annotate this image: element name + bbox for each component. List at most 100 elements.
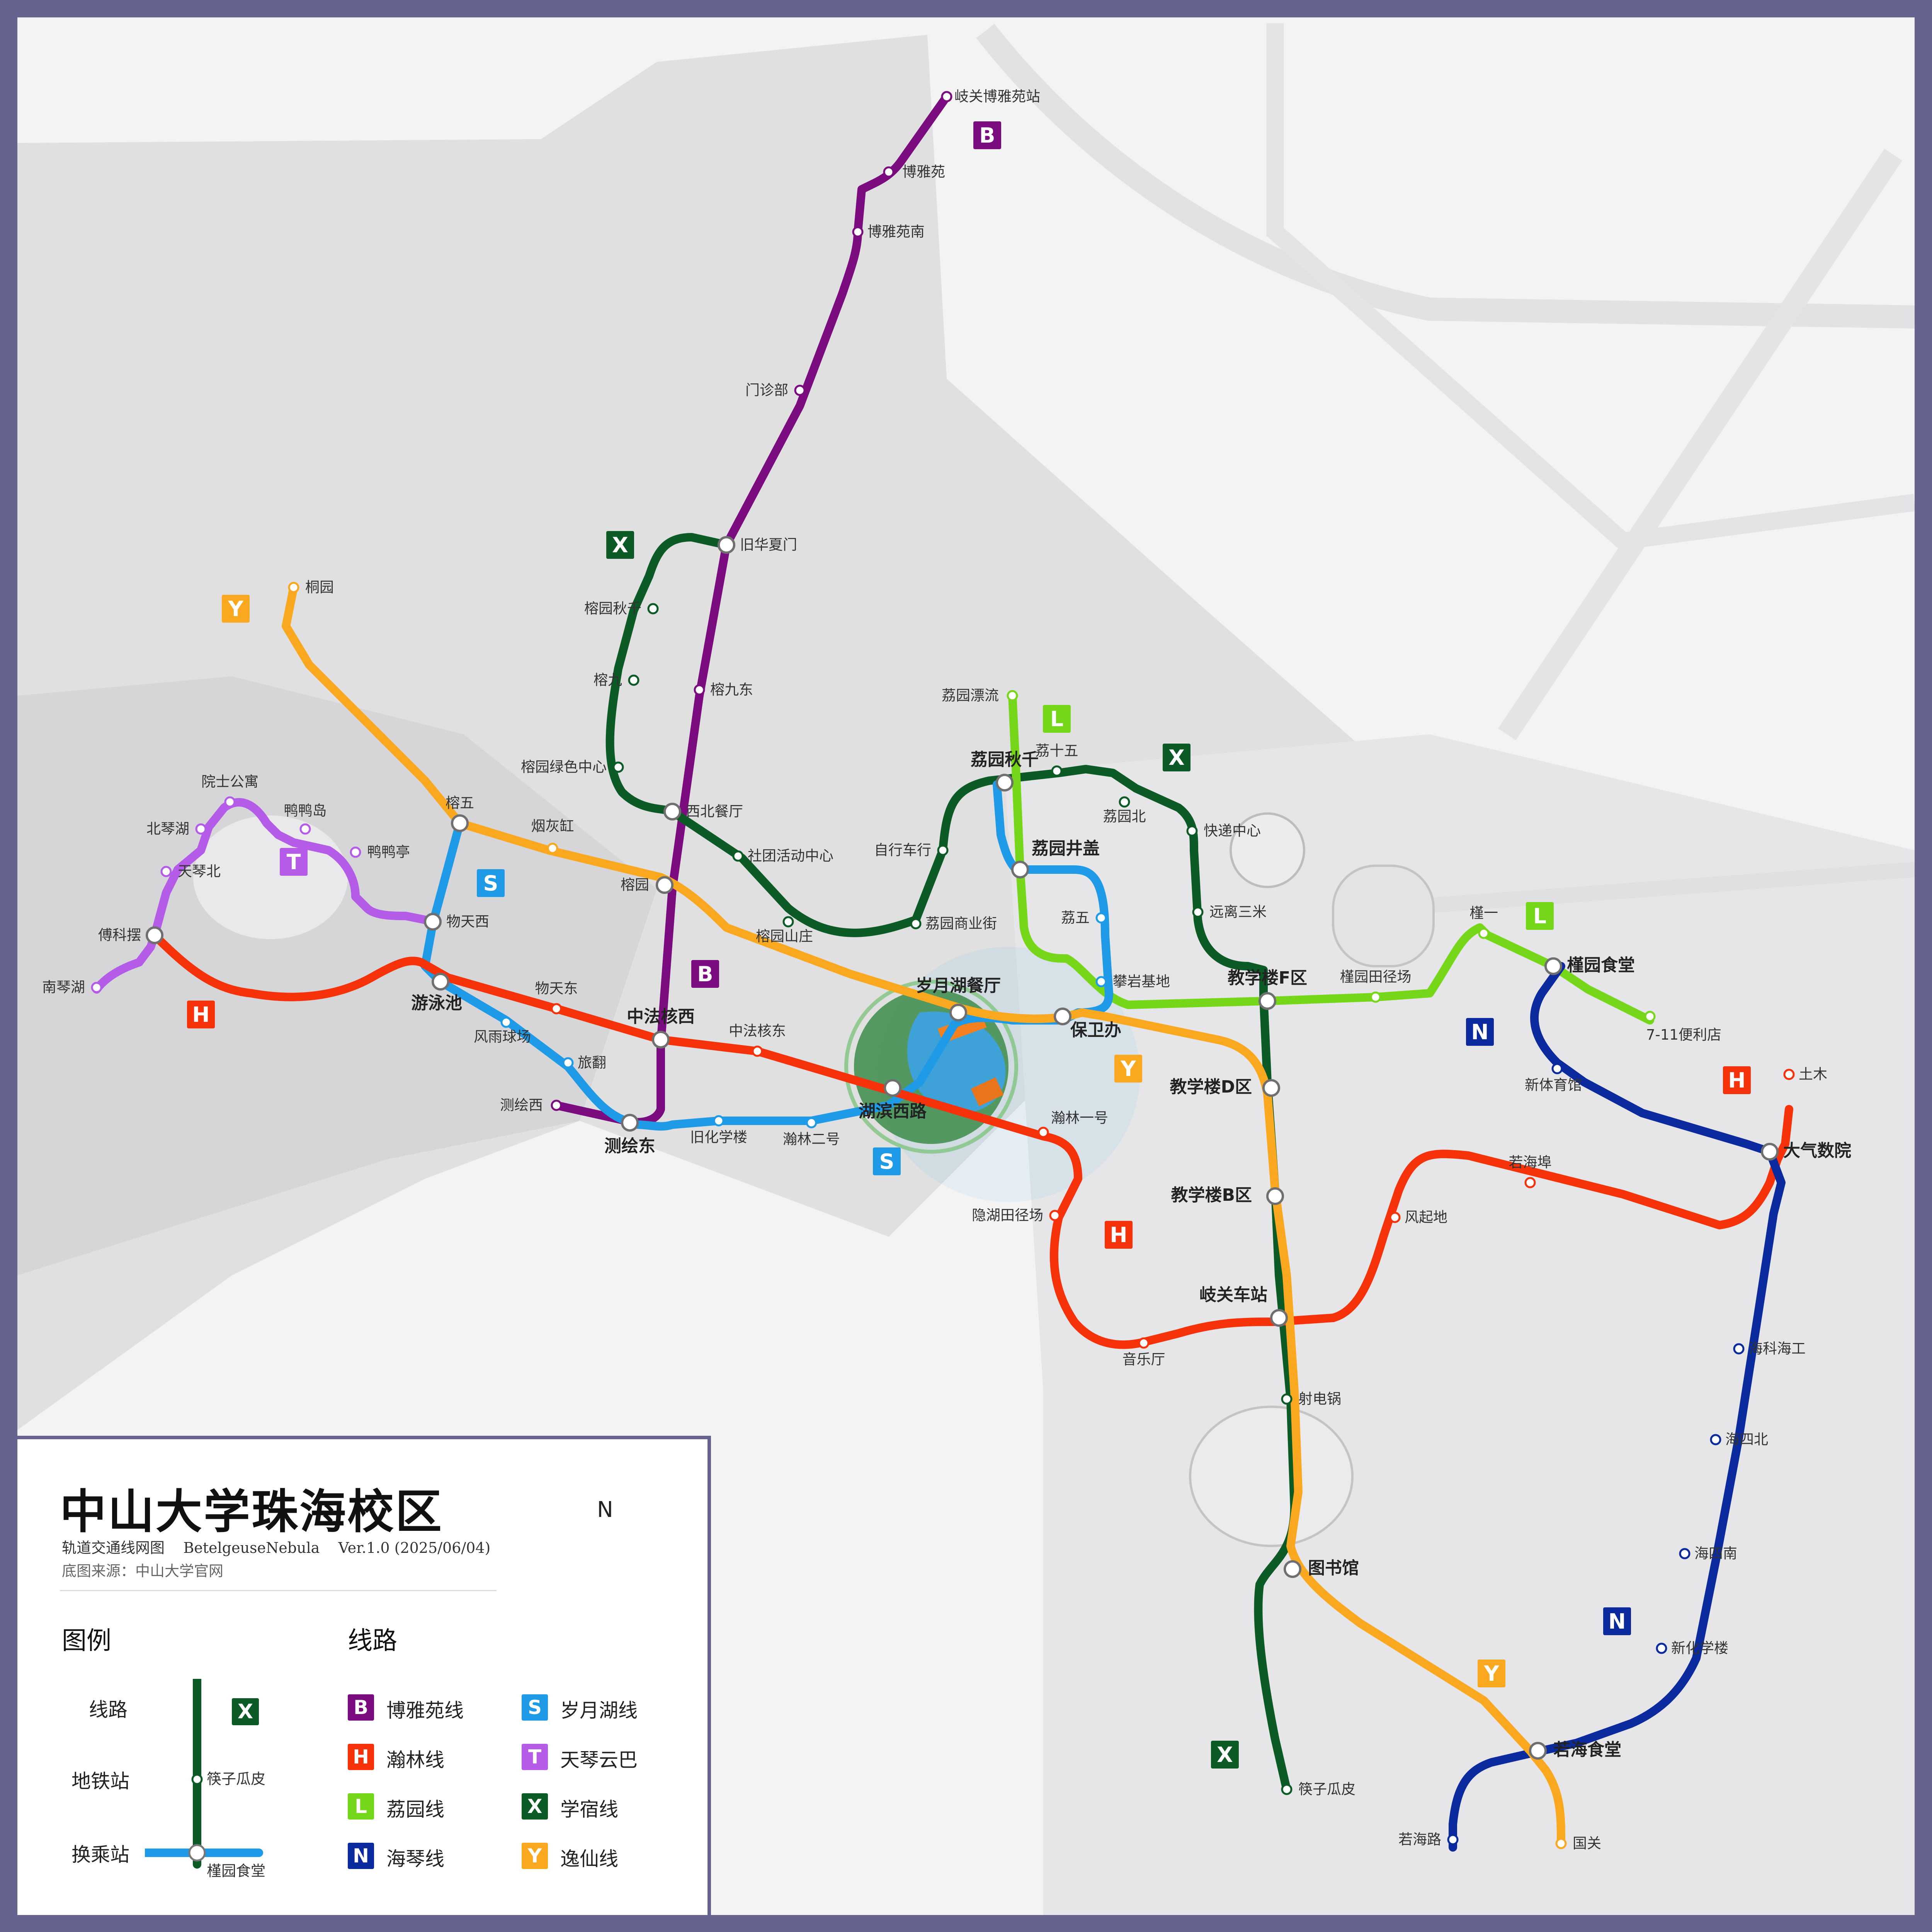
station-rongjiu: 榕九: [594, 672, 639, 688]
subtitle-left: 轨道交通线网图: [62, 1539, 165, 1556]
line-badge-code: B: [979, 123, 995, 148]
station-label: 天琴北: [178, 863, 221, 880]
station-label: 中法核东: [729, 1023, 786, 1039]
line-badge-code: H: [192, 1003, 209, 1027]
transfer-station-dot: [432, 973, 449, 991]
line-badge-N: N: [1603, 1607, 1631, 1635]
transfer-station-dot: [621, 1114, 639, 1132]
station-label: 快递中心: [1204, 822, 1261, 839]
station-beiqinhu: 北琴湖: [146, 820, 207, 837]
station-label: 海科海工: [1748, 1340, 1806, 1357]
station-dot: [1524, 1177, 1536, 1188]
line-badge-code: H: [1110, 1223, 1127, 1247]
legend-divider: [60, 1590, 497, 1591]
legend-line-name: 天琴云巴: [560, 1749, 638, 1771]
station-ruohai_shitang: 若海食堂: [1529, 1740, 1621, 1760]
station-dot: [647, 603, 659, 614]
station-ruohaifu: 若海埠: [1509, 1154, 1552, 1188]
station-label: 荔园漂流: [942, 687, 999, 704]
station-label: 湖滨西路: [859, 1101, 927, 1121]
line-badge-box: [606, 531, 634, 559]
legend-badge-N: N: [348, 1843, 374, 1869]
line-badge-H: H: [1723, 1066, 1751, 1094]
station-dot: [1733, 1343, 1745, 1355]
station-label: 图书馆: [1308, 1558, 1359, 1578]
station-rong_qiuqian: 榕园秋千: [584, 600, 659, 617]
line-badge-code: X: [1168, 746, 1185, 770]
station-dot: [350, 846, 361, 858]
station-suiyuehu_ct: 岁月湖餐厅: [916, 976, 1001, 1021]
legend-badge-B: B: [348, 1694, 374, 1721]
legend-line-label: 线路: [89, 1699, 128, 1721]
station-boya_nan: 博雅苑南: [852, 223, 925, 240]
line-Y-path: [282, 583, 1565, 1848]
station-dot: [941, 91, 952, 102]
station-lvfan: 旅翻: [562, 1054, 606, 1071]
line-badge-L: L: [1043, 705, 1071, 733]
line-badge-X: X: [1211, 1741, 1239, 1769]
station-label: 新化学楼: [1671, 1640, 1728, 1656]
station-label: 教学楼F区: [1228, 968, 1307, 988]
station-seven_eleven: 7-11便利店: [1644, 1011, 1721, 1043]
station-label: 烟灰缸: [531, 818, 574, 834]
line-badge-code: L: [1050, 707, 1063, 731]
legend-transfer-label: 换乘站: [71, 1843, 129, 1866]
line-badge-B: B: [691, 960, 719, 988]
legend-line-name: 荔园线: [386, 1798, 444, 1821]
station-label: 荔园商业街: [925, 915, 997, 932]
line-badge-code: Y: [228, 597, 243, 621]
line-badge-box: [873, 1147, 901, 1175]
station-cehui_dong: 测绘东: [604, 1114, 655, 1156]
station-label: 门诊部: [745, 382, 788, 398]
station-dot: [1095, 976, 1107, 987]
station-tianqinbei: 天琴北: [160, 863, 221, 880]
station-label: 博雅苑: [902, 163, 945, 180]
legend-sample-badge-text: X: [238, 1700, 253, 1723]
line-badge-code: L: [1533, 904, 1546, 928]
line-badge-X: X: [606, 531, 634, 559]
transfer-station-dot: [1266, 1187, 1284, 1205]
legend-line-name: 岁月湖线: [560, 1699, 638, 1722]
station-label: 社团活动中心: [748, 848, 833, 864]
station-label: 风起地: [1405, 1209, 1447, 1226]
station-label: 西北餐厅: [686, 803, 743, 820]
transfer-station-dot: [1544, 957, 1562, 975]
station-dot: [1478, 928, 1490, 939]
station-yinyueting: 音乐厅: [1122, 1337, 1165, 1368]
station-label: 大气数院: [1783, 1141, 1851, 1161]
legend-transfer-dot: [188, 1844, 206, 1862]
line-T-path: [92, 798, 437, 994]
station-xinhua: 新化学楼: [1656, 1640, 1728, 1656]
station-dot: [612, 761, 624, 773]
legend-sample-transfer-name: 槿园食堂: [207, 1862, 265, 1879]
station-label: 榕园绿色中心: [521, 759, 607, 775]
line-badge-Y: Y: [1114, 1055, 1142, 1083]
station-dot: [1281, 1393, 1293, 1405]
station-label: 教学楼D区: [1170, 1077, 1252, 1097]
transfer-station-dot: [451, 814, 469, 832]
station-haike: 海科海工: [1733, 1340, 1806, 1357]
station-wutian_dong: 物天东: [535, 980, 578, 1015]
station-label: 中法核西: [627, 1007, 695, 1026]
legend-line-name: 逸仙线: [560, 1848, 618, 1870]
station-jinyi: 槿一: [1469, 905, 1498, 939]
station-zhongfa_dong: 中法核东: [729, 1023, 786, 1057]
legend-line-name: 瀚林线: [386, 1749, 444, 1771]
line-badge-code: H: [1728, 1068, 1745, 1093]
line-badge-code: S: [879, 1149, 895, 1174]
station-label: 南琴湖: [42, 979, 85, 996]
station-yuanli: 远离三米: [1192, 904, 1267, 920]
station-label: 国关: [1573, 1835, 1601, 1852]
station-label: 荔园秋千: [971, 750, 1039, 769]
station-dot: [732, 850, 744, 862]
transfer-station-dot: [652, 1031, 670, 1049]
station-label: 物天东: [535, 980, 578, 997]
line-badge-box: [1163, 744, 1190, 771]
line-badge-code: S: [483, 871, 498, 895]
subtitle-author: BetelgeuseNebula: [183, 1539, 320, 1556]
station-daqi: 大气数院: [1761, 1141, 1851, 1161]
station-dot: [547, 843, 558, 854]
station-dot: [299, 823, 311, 835]
station-label: 桐园: [305, 579, 334, 596]
line-badge-B: B: [973, 121, 1001, 149]
